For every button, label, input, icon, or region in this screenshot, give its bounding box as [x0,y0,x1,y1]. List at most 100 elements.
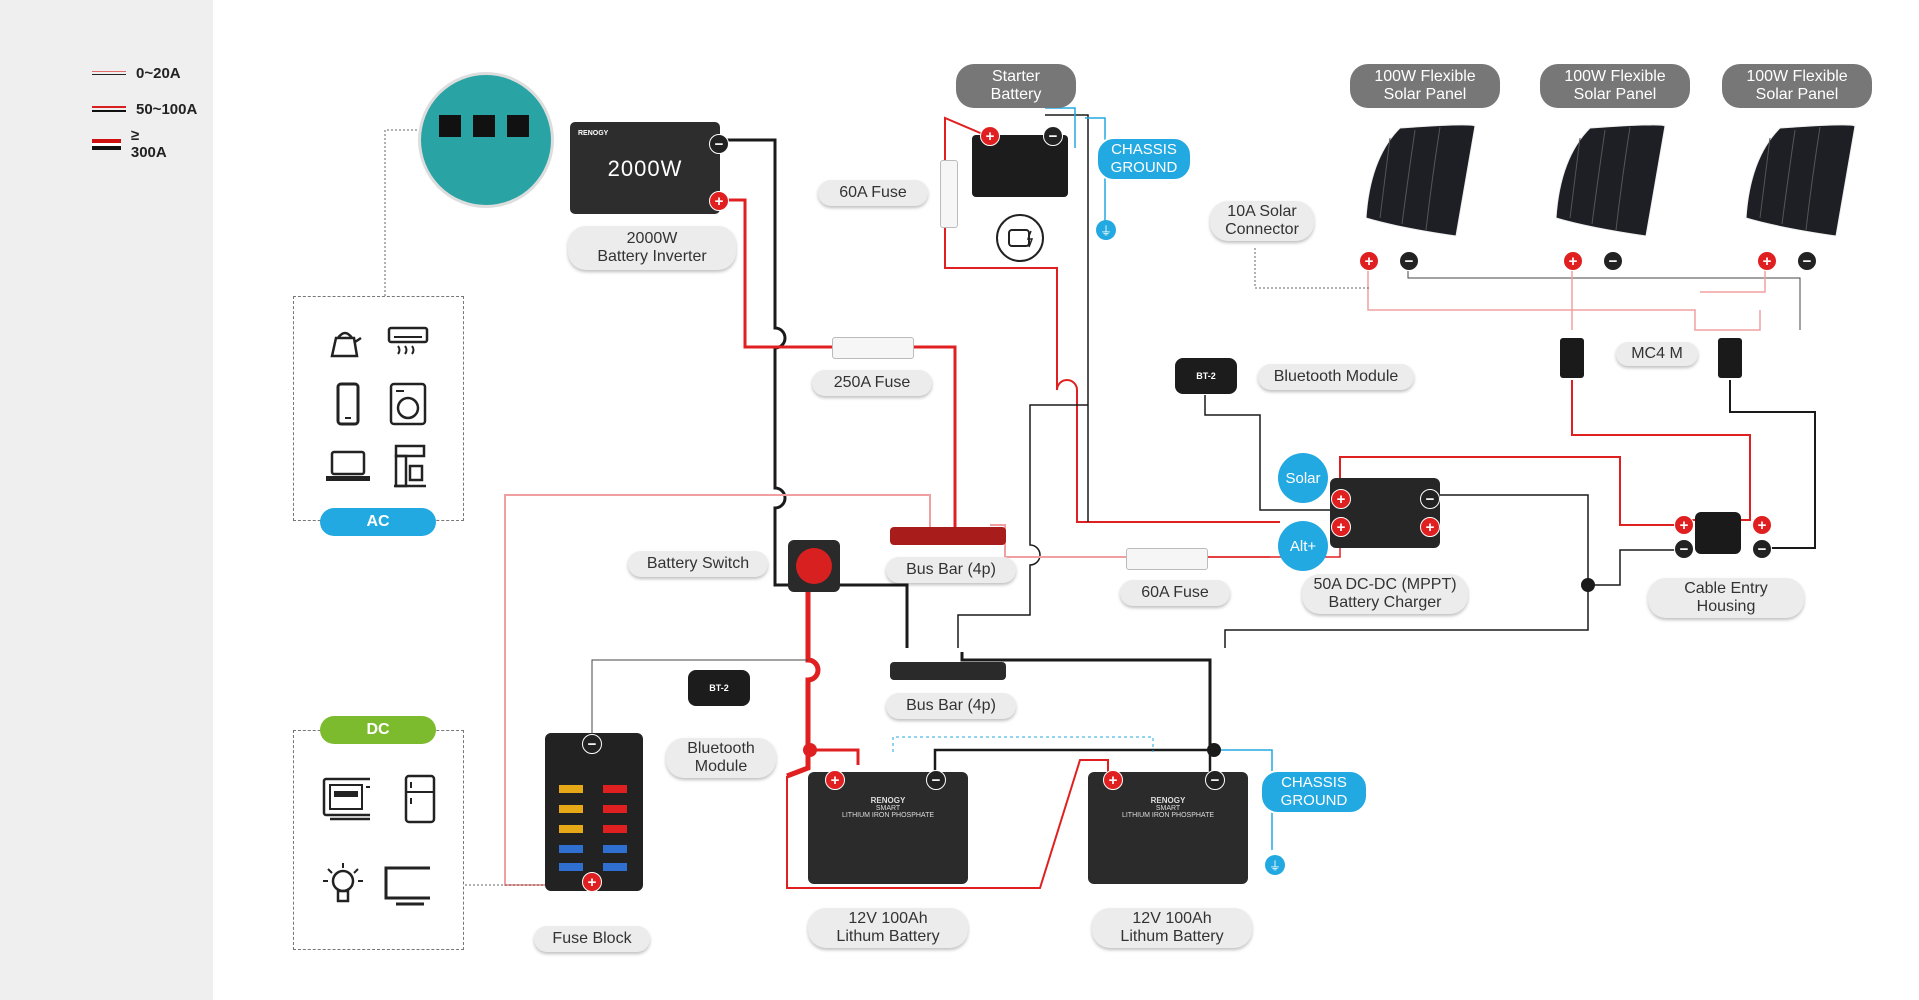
bt-module-bottom: BT-2 [688,670,750,706]
bus-bar-bottom-label: Bus Bar (4p) [886,693,1016,719]
kettle-icon [320,318,368,366]
battery-2-positive: + [1103,770,1123,790]
cable-entry-label: Cable Entry Housing [1648,578,1804,618]
panel-2-negative: − [1603,251,1623,271]
legend-panel [0,0,213,1000]
bt-module-text: BT-2 [709,683,729,693]
fuse [603,863,627,871]
fuse-block-label: Fuse Block [534,926,650,952]
mc4-label: MC4 M [1616,342,1698,366]
inverter-brand: RENOGY [578,130,609,137]
legend-label: 50~100A [136,100,198,118]
outlet-icon [507,115,529,137]
panel-3-label: 100W Flexible Solar Panel [1722,64,1872,108]
bus-bar-top [890,527,1006,545]
battery1-negative-wire [933,748,1212,778]
solar-connector-link [1254,248,1370,289]
chassis-link [1085,117,1106,222]
junction-dot [803,743,817,757]
battery-1-label: 12V 100Ah Lithum Battery [808,908,968,948]
fuse-block-negative-wire [591,659,808,745]
battery-line: LITHIUM IRON PHOSPHATE [1121,812,1215,819]
starter-battery-label: Starter Battery [956,64,1076,108]
fuse [559,785,583,793]
battery-brand: RENOGY [870,796,906,805]
solar-positive-wire [1367,260,1761,331]
inverter-positive-wire [720,198,957,530]
inverter-positive-terminal: + [709,191,729,211]
junction-dot [1207,743,1221,757]
panel-2-positive: + [1563,251,1583,271]
battery-line: LITHIUM IRON PHOSPHATE [841,812,935,819]
alternator-icon [996,214,1044,262]
charger-negative-wire [1224,494,1589,648]
fuse [603,825,627,833]
fuse [603,785,627,793]
solar-panel-2 [1550,118,1666,242]
outlet-icon [473,115,495,137]
starter-negative-terminal: − [1043,126,1063,146]
panel-1-positive: + [1359,251,1379,271]
chassis-ground-bottom-label: CHASSIS GROUND [1260,770,1368,814]
legend-item-thin: 0~20A [92,63,181,83]
cable-entry-negative-left: − [1674,539,1694,559]
battery-line: SMART [875,805,901,812]
mc4-connector [1560,338,1584,378]
charger-alt-positive: + [1331,517,1351,537]
mc4-connector [1718,338,1742,378]
battery-1-positive: + [825,770,845,790]
legend-label: ≥ 300A [130,127,167,161]
dc-badge: DC [320,716,436,744]
fuse-60a-mid [1126,548,1208,570]
chassis-ground-top-label: CHASSIS GROUND [1096,137,1192,181]
phone-icon [324,380,372,428]
starter-positive-wire [944,116,1280,523]
ground-icon: ⏚ [1096,220,1116,240]
battery-bt-link [892,736,1154,752]
charger-solar-positive: + [1331,489,1351,509]
legend-mid-wire [92,106,126,112]
charger-negative: − [1420,489,1440,509]
starter-positive-terminal: + [980,126,1000,146]
battery-switch-label: Battery Switch [628,551,768,577]
dcdc-charger [1330,478,1440,548]
outlet-icon [439,115,461,137]
battery-2-negative: − [1205,770,1225,790]
coffee-machine-icon [386,442,434,490]
ac-loads-group [293,296,464,521]
legend-thick-wire [92,138,121,150]
inverter-display: 2000W [607,156,683,181]
charger-battery-positive: + [1420,517,1440,537]
inverter-negative-wire [718,138,909,648]
panel-1-negative: − [1399,251,1419,271]
fuse [559,805,583,813]
bus-bar-top-label: Bus Bar (4p) [886,557,1016,583]
fridge-icon [396,774,444,824]
mc4-negative-wire [1729,380,1816,549]
cable-entry-housing [1695,512,1741,554]
legend-item-mid: 50~100A [92,99,197,119]
tv-icon [382,862,430,910]
fuse-block [545,733,643,891]
solar-panel-3 [1740,118,1856,242]
battery-2-label: 12V 100Ah Lithum Battery [1092,908,1252,948]
alt-input-badge: Alt+ [1278,521,1328,571]
solar-connector-label: 10A Solar Connector [1210,201,1314,241]
starter-negative-wire [1045,114,1089,522]
battery-switch-positive-wire [786,555,821,779]
mc4-positive-wire [1571,380,1751,521]
cable-entry-negative-link [1588,549,1680,586]
fuse-250a [832,337,914,359]
bt-module-top: BT-2 [1175,358,1237,394]
solar-negative-wire [1407,260,1801,330]
light-bulb-icon [318,862,366,910]
panel3-positive-wire [1700,260,1766,293]
fuse-60a-mid-label: 60A Fuse [1120,580,1230,606]
inverter-negative-terminal: − [709,134,729,154]
fuse-block-positive: + [582,872,602,892]
fuse [559,845,583,853]
bus-to-battery2-negative [960,652,1212,750]
legend-label: 0~20A [136,64,181,82]
switch-knob [796,548,832,584]
